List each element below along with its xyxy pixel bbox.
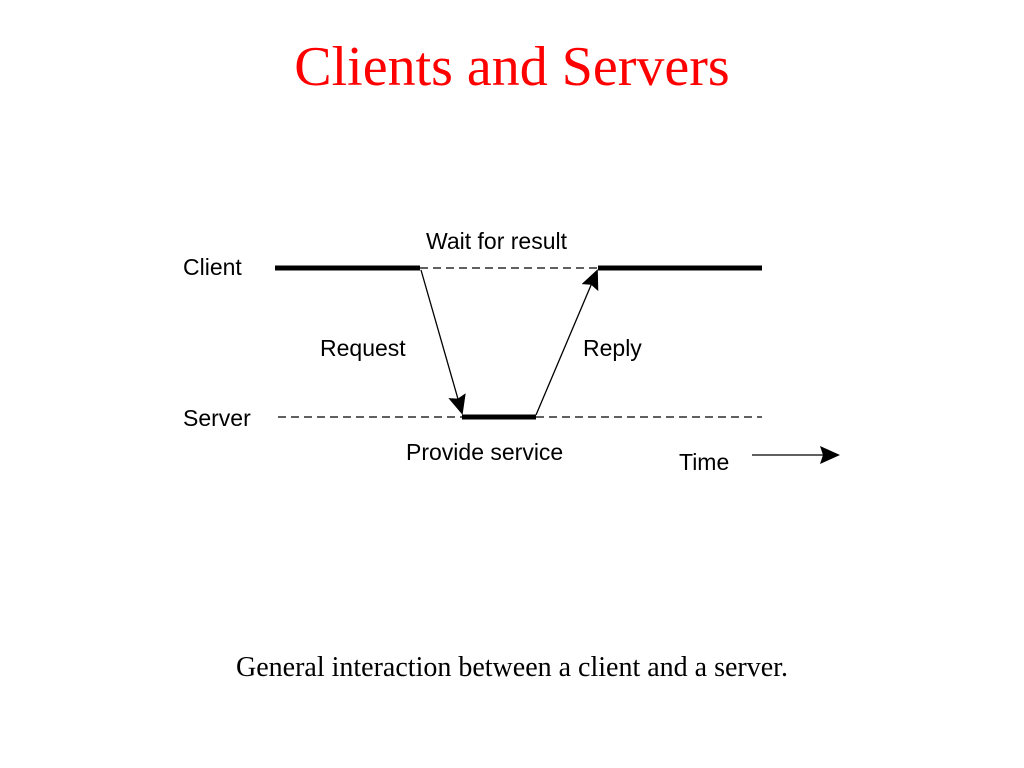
figure-caption: General interaction between a client and… (236, 652, 788, 683)
server-label: Server (183, 405, 251, 431)
reply-arrow (535, 269, 599, 416)
wait-label: Wait for result (426, 228, 568, 254)
reply-label: Reply (583, 335, 642, 361)
time-label: Time (679, 449, 729, 475)
request-label: Request (320, 335, 406, 361)
request-arrow (420, 269, 466, 415)
client-label: Client (183, 254, 242, 280)
provide-service-label: Provide service (406, 439, 563, 465)
slide-title: Clients and Servers (294, 36, 730, 98)
